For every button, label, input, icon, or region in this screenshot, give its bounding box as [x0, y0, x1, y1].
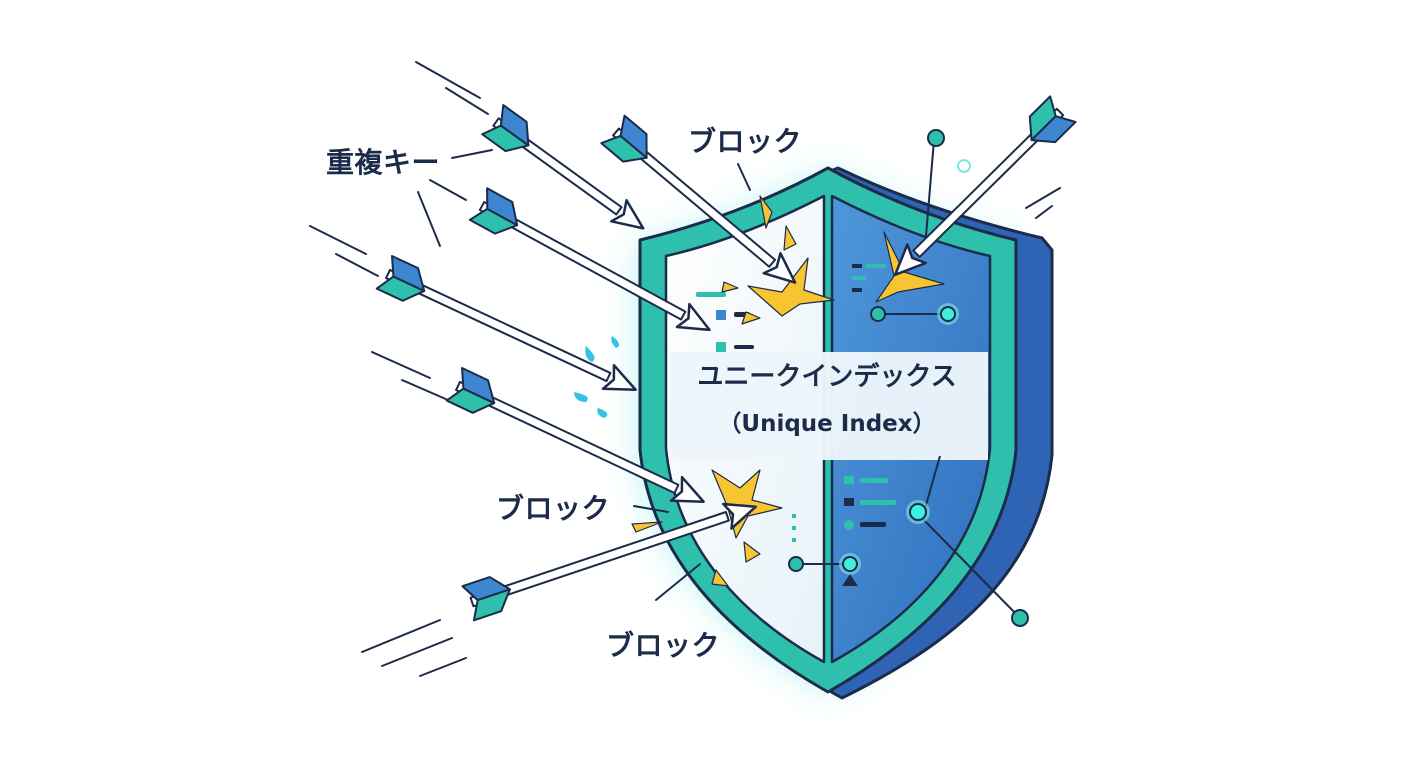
arrow-head	[762, 252, 797, 284]
arrow-shaft	[478, 201, 687, 321]
shield-title: ユニークインデックス	[697, 362, 957, 392]
arrow-2	[600, 114, 797, 284]
arrow-shaft	[455, 380, 680, 494]
arrow-head	[675, 302, 711, 332]
arrow-shaft	[912, 107, 1065, 258]
data-marks-right	[844, 264, 896, 530]
arrow-fletching	[390, 254, 426, 292]
shield	[638, 166, 1054, 700]
circuit-lines	[796, 139, 1021, 619]
arrow-head	[893, 243, 927, 277]
arrow-3	[468, 187, 711, 332]
arrow-head	[669, 475, 705, 503]
arrow-6	[461, 502, 758, 622]
arrow-7	[893, 95, 1077, 277]
arrow-1	[481, 104, 645, 230]
block-label-middle: ブロック	[496, 492, 611, 525]
arrow-head	[610, 198, 645, 230]
impact-sparks	[631, 195, 945, 587]
leader-lines	[417, 149, 751, 601]
arrow-shaft	[469, 511, 730, 608]
arrow-fletching	[499, 104, 530, 147]
arrow-fletching	[486, 187, 519, 227]
block-label-bottom: ブロック	[606, 629, 721, 662]
shield-banner	[670, 352, 988, 460]
arrow-fletching	[461, 367, 496, 405]
arrow-shaft	[385, 268, 612, 383]
arrows	[375, 95, 1077, 622]
arrow-fletching	[619, 114, 648, 159]
block-label-top: ブロック	[688, 125, 803, 158]
arrow-head	[601, 363, 637, 391]
duplicate-key-label: 重複キー	[326, 146, 441, 179]
shield-subtitle: （Unique Index）	[718, 411, 936, 437]
arrow-shaft	[612, 127, 776, 268]
motion-lines	[309, 61, 1061, 677]
arrow-fletching	[1030, 115, 1077, 144]
arrow-5	[445, 367, 705, 503]
water-drops	[574, 336, 619, 418]
arrow-4	[375, 254, 637, 391]
circuit-nodes	[788, 129, 1029, 627]
arrow-head	[721, 502, 758, 530]
arrow-fletching	[461, 576, 511, 602]
